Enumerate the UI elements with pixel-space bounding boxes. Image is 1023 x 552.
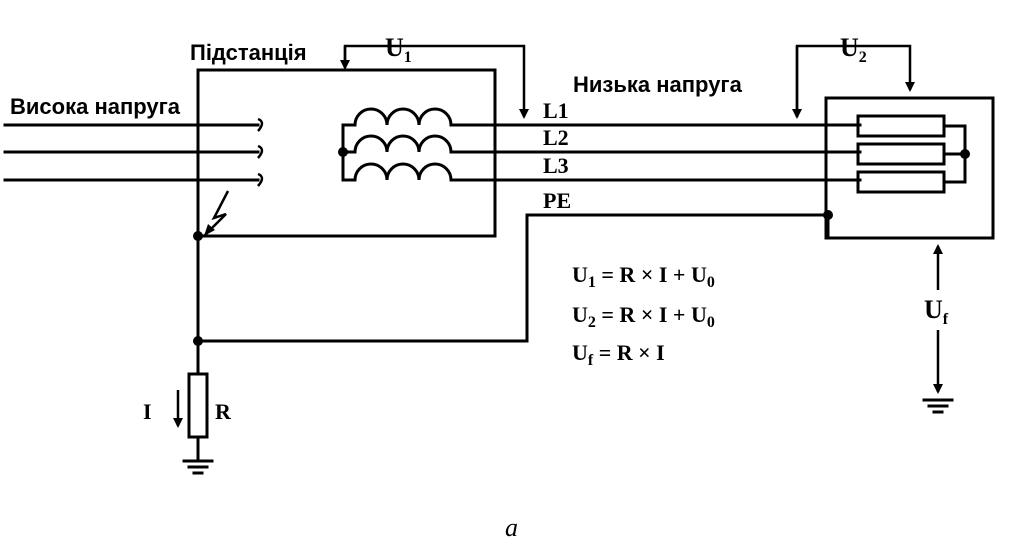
pe-label: PE	[543, 188, 571, 213]
load-resistors	[856, 114, 970, 194]
u1-label: U1	[385, 33, 412, 66]
current-label: I	[143, 399, 152, 424]
uf-label: Uf	[924, 295, 949, 328]
equation-u1: U1 = R × I + U0	[572, 262, 715, 291]
substation-label: Підстанція	[190, 40, 307, 65]
line-l3-label: L3	[543, 153, 569, 178]
fault-flash-icon	[203, 190, 230, 237]
line-l1-label: L1	[543, 98, 569, 123]
figure-caption: а	[505, 513, 518, 542]
line-l2-label: L2	[543, 125, 569, 150]
low-voltage-label: Низька напруга	[573, 72, 743, 97]
low-voltage-lines	[449, 123, 862, 182]
ground-icon	[182, 459, 214, 475]
ground-icon	[922, 398, 954, 414]
equation-u2: U2 = R × I + U0	[572, 302, 715, 331]
resistance-label: R	[215, 399, 232, 424]
u2-label: U2	[840, 33, 867, 66]
consumer-box	[824, 96, 995, 240]
u1-arrow	[343, 44, 529, 119]
neutral-earthing	[187, 231, 529, 462]
equation-uf: Uf = R × I	[572, 340, 665, 369]
high-voltage-label: Висока напруга	[10, 94, 181, 119]
high-voltage-lines	[3, 117, 264, 187]
transformer-windings	[338, 107, 453, 182]
